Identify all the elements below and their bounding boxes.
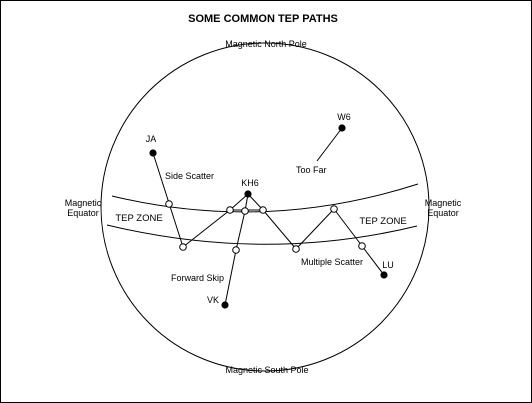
path-segment-a bbox=[182, 209, 231, 248]
station-ja-label: JA bbox=[146, 134, 157, 144]
hop-point bbox=[330, 205, 338, 213]
path-lu-multiple-scatter bbox=[361, 245, 385, 276]
path-ja-side-scatter bbox=[152, 152, 184, 248]
station-lu-label: LU bbox=[382, 260, 394, 270]
hop-point bbox=[292, 245, 300, 253]
station-kh6-label: KH6 bbox=[241, 178, 259, 188]
station-lu-dot bbox=[380, 271, 388, 279]
path-vk-forward-skip bbox=[224, 249, 237, 306]
hop-point bbox=[232, 246, 240, 254]
tep-zone-south-boundary bbox=[106, 224, 418, 245]
station-w6-label: W6 bbox=[337, 112, 351, 122]
station-kh6-dot bbox=[244, 190, 252, 198]
equator-label-left-line1: Magnetic bbox=[65, 198, 102, 208]
forward-skip-label: Forward Skip bbox=[171, 273, 224, 283]
side-scatter-label: Side Scatter bbox=[165, 171, 214, 181]
south-pole-label: Magnetic South Pole bbox=[225, 365, 308, 375]
path-w6-too-far bbox=[316, 127, 343, 162]
hop-point bbox=[259, 206, 267, 214]
tep-zone-label-left: TEP ZONE bbox=[115, 213, 162, 224]
tep-zone-label-right: TEP ZONE bbox=[359, 216, 406, 227]
station-vk-label: VK bbox=[207, 295, 219, 305]
too-far-label: Too Far bbox=[296, 165, 327, 175]
north-pole-label: Magnetic North Pole bbox=[225, 39, 307, 49]
equator-label-left-line2: Equator bbox=[67, 208, 99, 218]
path-segment-f bbox=[235, 210, 246, 251]
path-segment-h bbox=[295, 208, 335, 250]
station-w6-dot bbox=[338, 124, 346, 132]
hop-point bbox=[358, 242, 366, 250]
hop-point bbox=[226, 206, 234, 214]
earth-sphere bbox=[100, 42, 430, 372]
station-ja-dot bbox=[149, 149, 157, 157]
path-segment-i bbox=[333, 208, 363, 247]
hop-point bbox=[165, 200, 173, 208]
hop-point bbox=[241, 207, 249, 215]
path-segment-c bbox=[229, 193, 249, 211]
equator-label-right-line1: Magnetic bbox=[425, 198, 462, 208]
diagram-title: SOME COMMON TEP PATHS bbox=[188, 13, 338, 25]
station-vk-dot bbox=[221, 301, 229, 309]
path-segment-g bbox=[262, 209, 297, 250]
hop-point bbox=[179, 243, 187, 251]
multiple-scatter-label: Multiple Scatter bbox=[301, 257, 363, 267]
equator-label-right-line2: Equator bbox=[427, 208, 459, 218]
